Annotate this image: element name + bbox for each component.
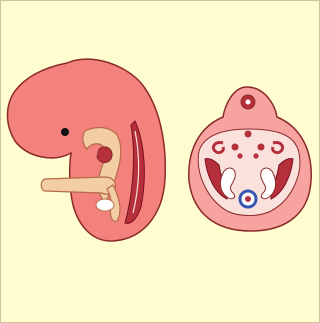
cloaca (96, 199, 114, 211)
yolk-stalk (41, 177, 115, 194)
mesonephric-left (237, 153, 242, 158)
umbilical-core (245, 196, 251, 202)
dorsal-aorta-left (232, 144, 239, 151)
mesonephric-right (253, 153, 258, 158)
heart-loop (97, 147, 112, 163)
dorsal-aorta-right (258, 144, 265, 151)
eye-icon (61, 128, 69, 136)
neural-canal (246, 100, 251, 105)
notochord (245, 131, 252, 138)
